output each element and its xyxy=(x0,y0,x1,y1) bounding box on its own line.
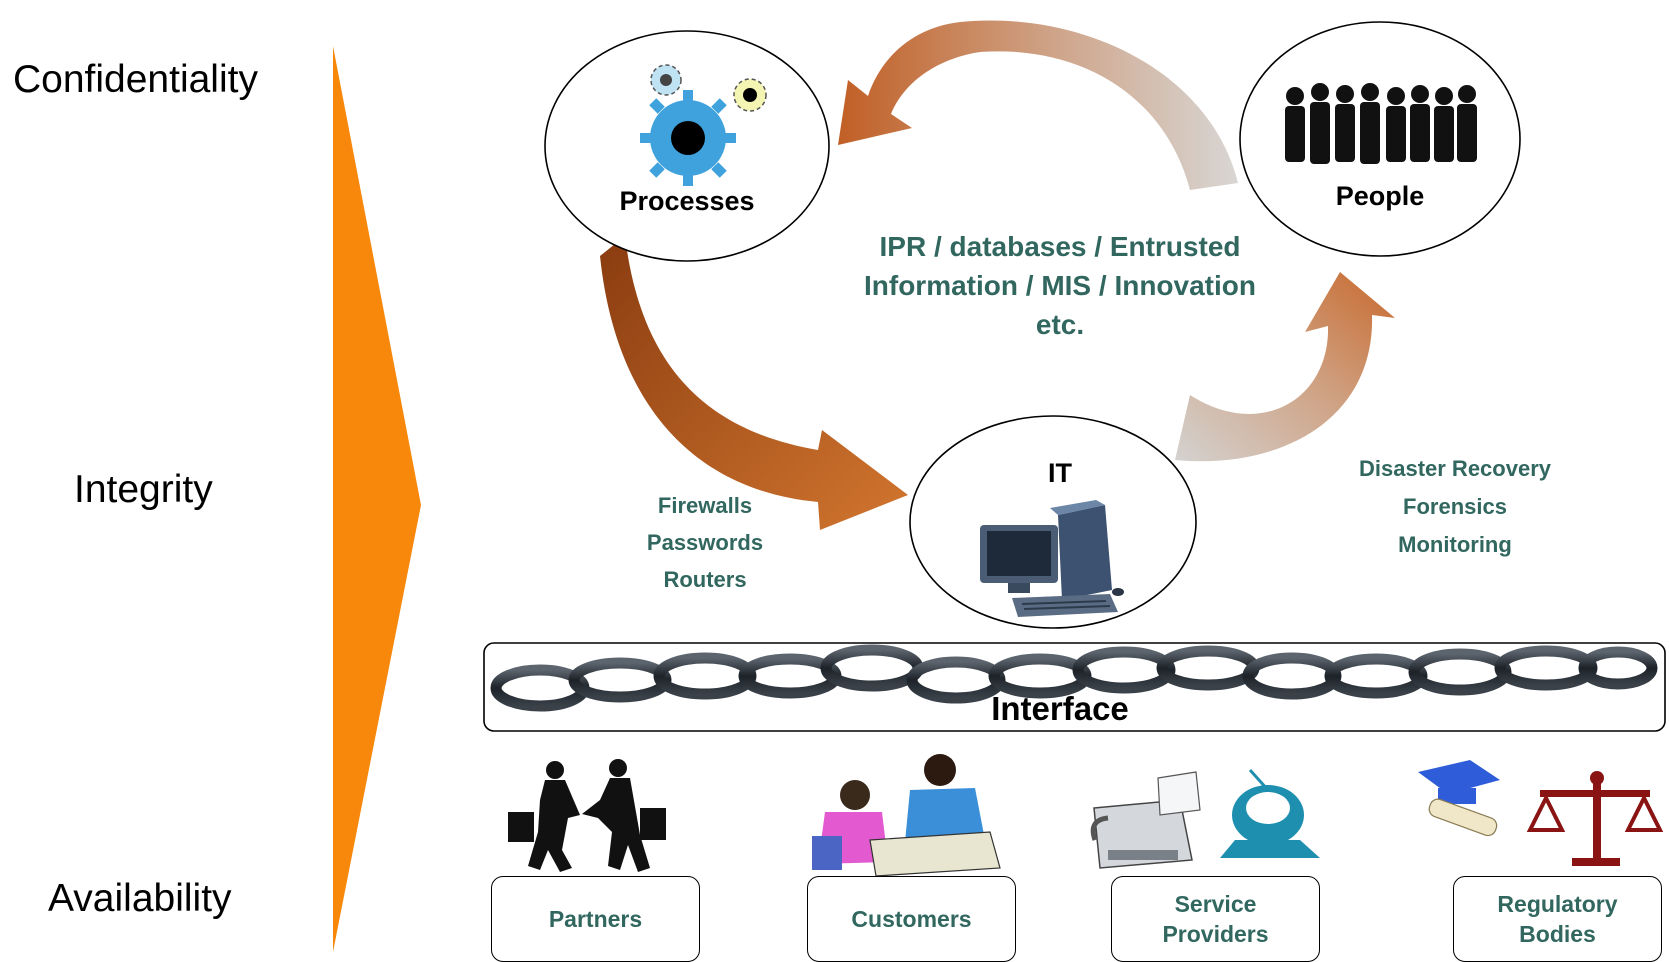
chain-icon xyxy=(490,644,1658,712)
control-passwords: Passwords xyxy=(646,530,764,555)
computer-icon xyxy=(980,500,1124,617)
meeting-icon xyxy=(812,754,1001,877)
cia-triangle xyxy=(333,46,421,952)
regulatory-bodies-label-line-1: Regulatory xyxy=(1497,891,1618,917)
it-circle xyxy=(909,415,1197,629)
center-text-line-3: etc. xyxy=(1035,309,1085,340)
center-text-line-1: IPR / databases / Entrusted xyxy=(879,231,1241,262)
availability-label: Availability xyxy=(48,877,232,920)
service-providers-label-line-2: Providers xyxy=(1162,921,1269,947)
service-providers-box: Service Providers xyxy=(1111,876,1320,962)
top-cycle-arrow xyxy=(838,20,1238,190)
control-disaster-recovery: Disaster Recovery xyxy=(1358,456,1551,481)
customers-label: Customers xyxy=(851,906,972,932)
graduation-scales-icon xyxy=(1418,760,1664,866)
center-information-text: IPR / databases / Entrusted Information … xyxy=(820,227,1300,344)
customers-box: Customers xyxy=(807,876,1016,962)
partners-box: Partners xyxy=(491,876,700,962)
right-controls-list: Disaster Recovery Forensics Monitoring xyxy=(1325,450,1585,564)
fax-satellite-icon xyxy=(1090,768,1320,869)
center-text-line-2: Information / MIS / Innovation xyxy=(864,270,1256,301)
regulatory-bodies-label-line-2: Bodies xyxy=(1519,921,1596,947)
right-cycle-arrow xyxy=(1175,272,1395,462)
people-silhouettes-icon xyxy=(1285,83,1477,164)
control-monitoring: Monitoring xyxy=(1398,532,1512,557)
partners-label: Partners xyxy=(548,906,643,932)
interface-label: Interface xyxy=(991,690,1129,727)
processes-label: Processes xyxy=(619,186,755,216)
integrity-label: Integrity xyxy=(74,468,213,511)
gears-icon xyxy=(640,64,767,186)
control-firewalls: Firewalls xyxy=(657,493,753,518)
it-label: IT xyxy=(1048,458,1072,488)
regulatory-bodies-box: Regulatory Bodies xyxy=(1453,876,1662,962)
left-controls-list: Firewalls Passwords Routers xyxy=(610,487,800,598)
people-label: People xyxy=(1335,181,1425,211)
handshake-icon xyxy=(508,759,666,872)
left-cycle-arrow xyxy=(600,236,908,530)
service-providers-label-line-1: Service xyxy=(1174,891,1257,917)
confidentiality-label: Confidentiality xyxy=(13,58,258,101)
control-forensics: Forensics xyxy=(1403,494,1507,519)
control-routers: Routers xyxy=(663,567,747,592)
